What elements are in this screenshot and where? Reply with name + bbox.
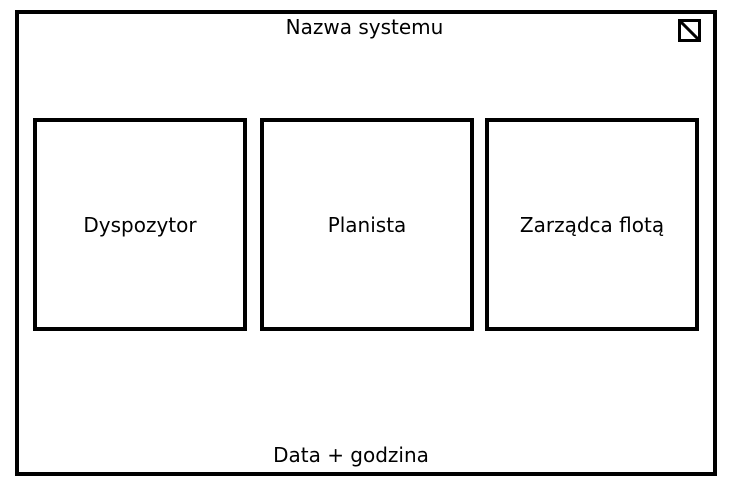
window-close-icon [681, 22, 698, 39]
module-label: Planista [327, 212, 407, 237]
module-tile-dyspozytor[interactable]: Dyspozytor [33, 118, 247, 331]
system-name-title: Nazwa systemu [285, 15, 444, 39]
module-label: Dyspozytor [83, 212, 197, 237]
module-tile-zarzadca-flota[interactable]: Zarządca flotą [485, 118, 699, 331]
module-tile-planista[interactable]: Planista [260, 118, 474, 331]
app-window-frame [15, 10, 717, 476]
module-label: Zarządca flotą [519, 212, 665, 237]
close-button[interactable] [678, 19, 701, 42]
datetime-display: Data + godzina [273, 443, 429, 467]
